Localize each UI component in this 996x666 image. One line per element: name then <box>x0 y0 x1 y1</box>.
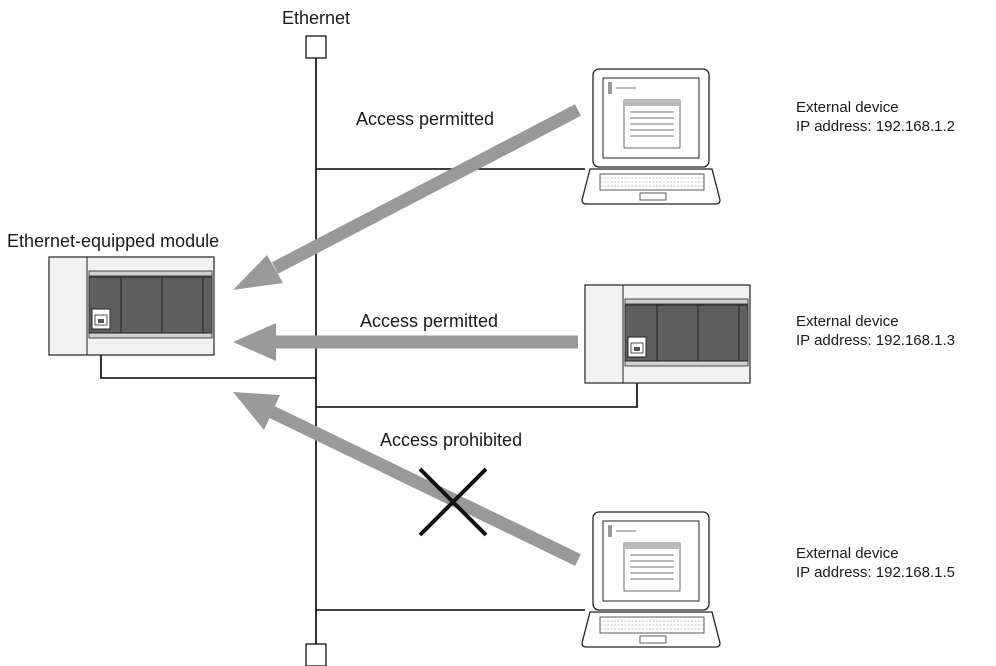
ethernet-equipped-module <box>48 256 215 356</box>
arrow-1-label: Access permitted <box>356 109 494 129</box>
access-arrow-2 <box>233 323 578 361</box>
arrow-2-label: Access permitted <box>360 311 498 331</box>
ethernet-top-terminator <box>305 35 327 59</box>
external-device-laptop-3 <box>581 511 721 648</box>
device-1-name: External device <box>796 99 899 116</box>
ethernet-bottom-terminator <box>305 643 327 666</box>
arrow-3-label: Access prohibited <box>380 430 522 450</box>
device-3-name: External device <box>796 545 899 562</box>
access-arrow-3 <box>233 392 581 566</box>
device-1-ip: IP address: 192.168.1.2 <box>796 118 955 135</box>
device-2-name: External device <box>796 313 899 330</box>
external-device-plc-2 <box>584 284 751 384</box>
branch-line-device-2 <box>316 383 638 408</box>
ethernet-label: Ethernet <box>282 8 350 28</box>
device-3-ip: IP address: 192.168.1.5 <box>796 564 955 581</box>
external-device-laptop-1 <box>581 68 721 205</box>
access-arrow-1 <box>233 104 582 290</box>
module-label: Ethernet-equipped module <box>7 231 219 251</box>
prohibited-x-mark-icon <box>418 467 488 537</box>
device-2-ip: IP address: 192.168.1.3 <box>796 332 955 349</box>
